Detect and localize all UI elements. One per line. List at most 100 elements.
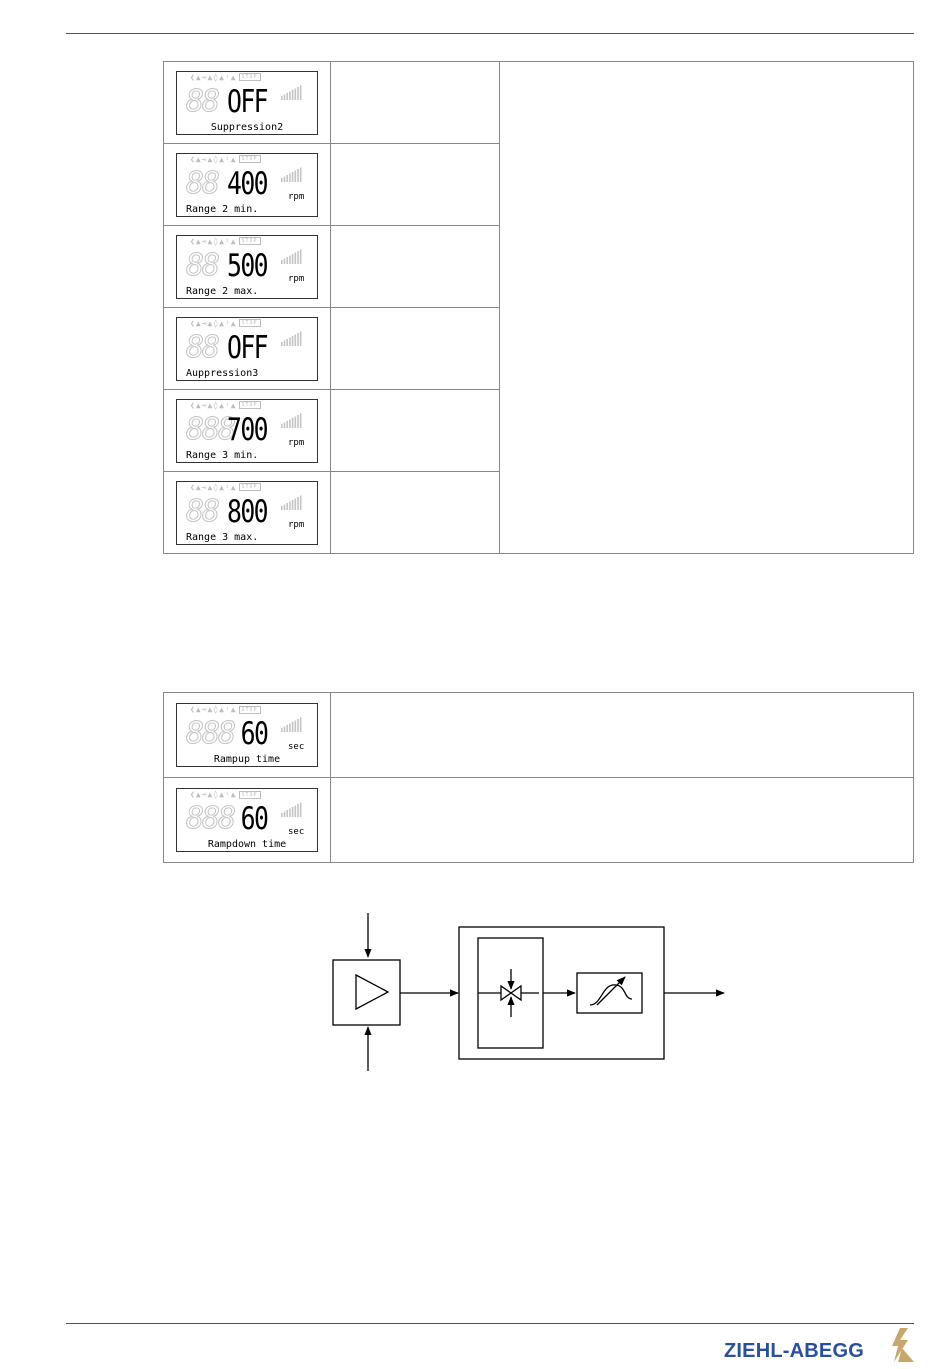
lcd-inactive-digits: 88 xyxy=(185,493,220,529)
lcd-parameter-label: Rampdown time xyxy=(207,839,287,850)
lcd-status-icons: ❮▲⊸▲◊▲ⁱ▲STOP xyxy=(190,73,261,82)
header-rule xyxy=(66,33,914,34)
lcd-unit: sec xyxy=(288,827,305,837)
characteristic-block xyxy=(576,972,643,1014)
lcd-inactive-digits: 888 xyxy=(185,716,236,751)
lcd-unit: rpm xyxy=(288,191,305,202)
lcd-status-icons: ❮▲⊸▲◊▲ⁱ▲STOP xyxy=(190,705,261,714)
valve-icon xyxy=(500,984,513,1002)
description-cell xyxy=(330,61,500,144)
lcd-status-icons: ❮▲⊸▲◊▲ⁱ▲STOP xyxy=(190,155,261,164)
lcd-inactive-digits: 88 xyxy=(185,329,220,365)
description-cell xyxy=(330,143,500,226)
description-cell xyxy=(330,777,914,863)
lcd-parameter-label: Range 3 min. xyxy=(186,449,259,461)
lcd-unit: sec xyxy=(288,742,305,752)
description-cell xyxy=(330,225,500,308)
signal-bars-icon xyxy=(281,717,302,732)
lcd-value: OFF xyxy=(227,329,269,366)
control-block-diagram xyxy=(332,913,725,1071)
lcd-value: 60 xyxy=(240,801,268,837)
description-cell xyxy=(330,692,914,778)
stop-indicator-icon: STOP xyxy=(238,155,261,163)
lcd-value: 400 xyxy=(227,165,269,202)
logo-mark-icon xyxy=(892,1328,914,1362)
lcd-parameter-label: Auppression3 xyxy=(186,367,259,379)
stop-indicator-icon: STOP xyxy=(238,401,261,409)
lcd-unit: rpm xyxy=(288,437,305,448)
lcd-status-icons: ❮▲⊸▲◊▲ⁱ▲STOP xyxy=(190,237,261,246)
signal-bars-icon xyxy=(281,331,302,346)
lcd-status-icons: ❮▲⊸▲◊▲ⁱ▲STOP xyxy=(190,790,261,799)
lcd-value: 800 xyxy=(227,493,269,530)
signal-bars-icon xyxy=(281,802,302,817)
signal-bars-icon xyxy=(281,495,302,510)
lcd-parameter-label: Rampup time xyxy=(213,754,281,765)
lcd-value: 700 xyxy=(227,411,269,448)
lcd-value: OFF xyxy=(227,83,269,120)
stop-indicator-icon: STOP xyxy=(238,790,261,799)
stop-indicator-icon: STOP xyxy=(238,73,261,81)
amplifier-icon xyxy=(355,973,390,1011)
stop-indicator-icon: STOP xyxy=(238,237,261,245)
lcd-unit: rpm xyxy=(288,273,305,284)
lcd-parameter-label: Range 2 max. xyxy=(186,285,259,297)
stop-indicator-icon: STOP xyxy=(238,483,261,491)
lcd-inactive-digits: 888 xyxy=(185,801,236,836)
lcd-value: 500 xyxy=(227,247,269,284)
description-cell xyxy=(330,307,500,390)
description-cell xyxy=(330,389,500,472)
lcd-parameter-label: Range 3 max. xyxy=(186,531,259,543)
lcd-unit: rpm xyxy=(288,519,305,530)
amplifier-block xyxy=(332,959,401,1026)
brand-name: ZIEHL-ABEGG xyxy=(724,1340,864,1362)
lcd-parameter-label: Range 2 min. xyxy=(186,203,259,215)
signal-bars-icon xyxy=(281,249,302,264)
signal-bars-icon xyxy=(281,167,302,182)
lcd-inactive-digits: 88 xyxy=(185,247,220,283)
stop-indicator-icon: STOP xyxy=(238,705,261,714)
lcd-inactive-digits: 88 xyxy=(185,165,220,201)
lcd-status-icons: ❮▲⊸▲◊▲ⁱ▲STOP xyxy=(190,401,261,410)
lcd-value: 60 xyxy=(240,716,268,752)
signal-bars-icon xyxy=(281,85,302,100)
ziehl-abegg-logo: ZIEHL-ABEGG xyxy=(724,1326,924,1366)
stop-indicator-icon: STOP xyxy=(238,319,261,327)
curve-icon xyxy=(589,984,633,1006)
lcd-inactive-digits: 88 xyxy=(185,83,220,119)
lcd-parameter-label: Suppression2 xyxy=(210,121,284,133)
lcd-status-icons: ❮▲⊸▲◊▲ⁱ▲STOP xyxy=(190,319,261,328)
lcd-inactive-digits: 888 xyxy=(185,411,236,447)
signal-bars-icon xyxy=(281,413,302,428)
lcd-status-icons: ❮▲⊸▲◊▲ⁱ▲STOP xyxy=(190,483,261,492)
notes-cell xyxy=(499,61,914,554)
description-cell xyxy=(330,471,500,554)
footer-rule xyxy=(66,1323,914,1324)
